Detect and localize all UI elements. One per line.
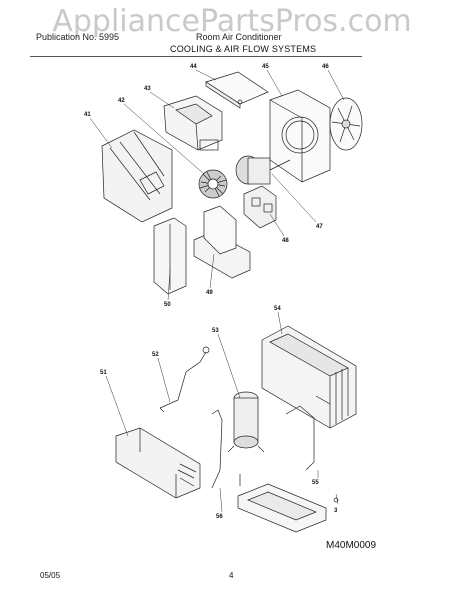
- part-54-condenser-coil: [261, 325, 357, 429]
- section-title: COOLING & AIR FLOW SYSTEMS: [170, 44, 317, 54]
- label-53: 53: [212, 328, 219, 334]
- model-type: Room Air Conditioner: [196, 32, 282, 42]
- leader-lines: [89, 69, 345, 513]
- part-52-capillary-tube: [159, 346, 210, 413]
- part-49-blower-scroll-base: [193, 205, 251, 279]
- part-48-motor-mount: [243, 185, 277, 229]
- part-43-blower-housing: [163, 95, 223, 151]
- label-52: 52: [152, 352, 159, 358]
- part-42-blower-wheel: [198, 169, 228, 199]
- part-46-condenser-fan: [329, 97, 363, 151]
- label-54: 54: [274, 306, 281, 312]
- footer-date: 05/05: [40, 571, 61, 580]
- label-51: 51: [100, 370, 107, 376]
- publication-number: Publication No. 5995: [36, 32, 120, 42]
- part-50-bracket: [153, 217, 187, 295]
- part-47-fan-motor: [235, 155, 291, 185]
- label-50: 50: [164, 302, 171, 308]
- label-49: 49: [206, 290, 213, 296]
- part-55-suction-line: [285, 395, 331, 471]
- part-41-partition: [101, 129, 173, 223]
- base-pan: [237, 474, 327, 533]
- page-number: 4: [229, 571, 234, 580]
- label-44: 44: [190, 64, 197, 70]
- label-47: 47: [316, 224, 323, 230]
- label-56: 56: [216, 514, 223, 520]
- part-56-discharge-tube: [211, 409, 223, 489]
- label-43: 43: [144, 86, 151, 92]
- part-number-labels: 44 45 46 43 42 41 47 48 49 50 54 53 52 5…: [84, 64, 338, 520]
- part-51-evaporator-coil: [115, 427, 201, 499]
- label-3: 3: [334, 508, 338, 514]
- diagram-code: M40M0009: [326, 540, 377, 551]
- label-55: 55: [312, 480, 319, 486]
- header-rule: [30, 56, 362, 57]
- part-53-compressor: [227, 391, 265, 453]
- label-48: 48: [282, 238, 289, 244]
- part-45-shroud: [269, 89, 331, 183]
- part-44-top-cover: [205, 71, 269, 109]
- label-42: 42: [118, 98, 125, 104]
- label-46: 46: [322, 64, 329, 70]
- watermark: AppliancePartsPros.com: [52, 4, 412, 39]
- part-3-screw: [333, 497, 339, 503]
- label-45: 45: [262, 64, 269, 70]
- label-41: 41: [84, 112, 91, 118]
